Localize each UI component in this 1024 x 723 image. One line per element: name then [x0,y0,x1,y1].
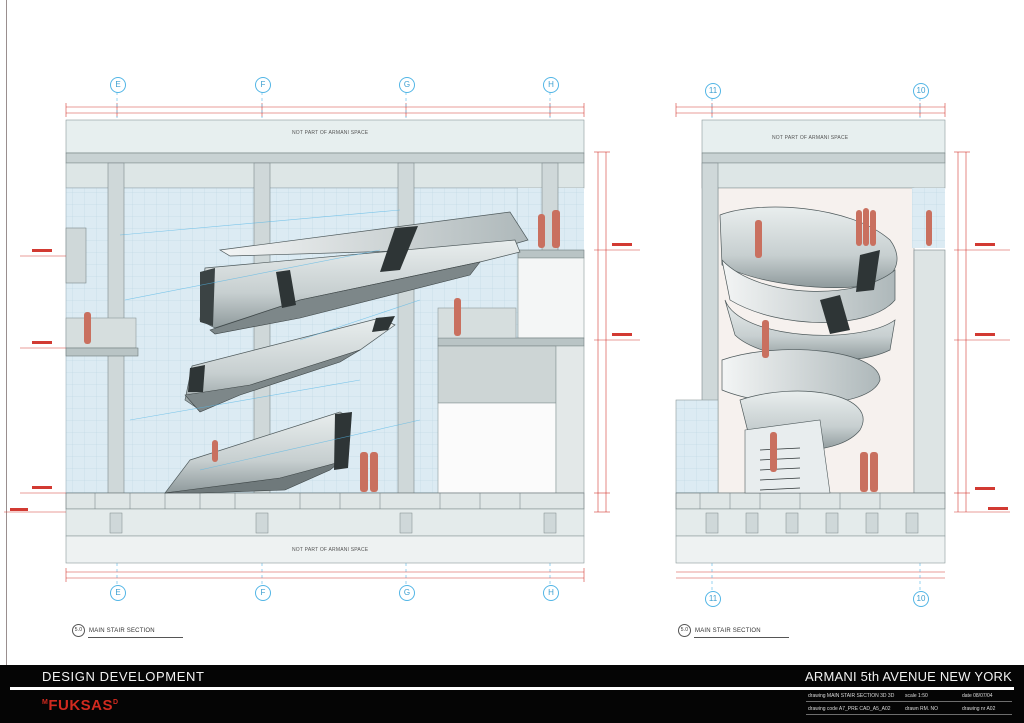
section-number-right: 5.0 [678,624,691,637]
project-title: ARMANI 5th AVENUE NEW YORK [805,669,1012,684]
section-caption-left: 5.0 MAIN STAIR SECTION [72,624,183,638]
grid-bubble-11-bottom: 11 [705,591,721,607]
architectural-section-drawing [4,92,1010,590]
grid-bubble-g-bottom: G [399,585,415,601]
grid-bubble-e-top: E [110,77,126,93]
meta-drawn: drawn RM. NO [905,706,939,712]
title-divider [10,687,1014,690]
meta-date: date 08/07/04 [962,693,993,699]
section-number-left: 5.0 [72,624,85,637]
section-caption-right: 5.0 MAIN STAIR SECTION [678,624,789,638]
meta-drawing: drawing MAIN STAIR SECTION 3D 3D [808,693,895,699]
meta-scale: scale 1:50 [905,693,928,699]
sheet-border [6,0,7,723]
right-stair-spiral [719,206,898,494]
section-caption-right-text: MAIN STAIR SECTION [695,628,761,635]
meta-drawing-nr: drawing nr A02 [962,706,996,712]
grid-bubble-11-top: 11 [705,83,721,99]
fuksas-logo: MFUKSASD [42,697,119,714]
grid-bubble-h-top: H [543,77,559,93]
grid-bubble-g-top: G [399,77,415,93]
grid-bubble-f-bottom: F [255,585,271,601]
section-caption-left-text: MAIN STAIR SECTION [89,628,155,635]
grid-bubble-10-top: 10 [913,83,929,99]
not-part-label-left-bottom: NOT PART OF ARMANI SPACE [292,547,369,553]
title-block: DESIGN DEVELOPMENT ARMANI 5th AVENUE NEW… [0,665,1024,723]
grid-bubble-f-top: F [255,77,271,93]
not-part-label-left-top: NOT PART OF ARMANI SPACE [292,130,369,136]
meta-drawing-code: drawing code A7_PRE CAD_A5_A02 [808,706,891,712]
left-stair-ribbons [164,211,529,494]
not-part-label-right-top: NOT PART OF ARMANI SPACE [772,135,849,141]
left-top-dimension [65,103,585,117]
phase-title: DESIGN DEVELOPMENT [42,669,205,684]
grid-bubble-e-bottom: E [110,585,126,601]
grid-bubble-10-bottom: 10 [913,591,929,607]
grid-bubble-h-bottom: H [543,585,559,601]
